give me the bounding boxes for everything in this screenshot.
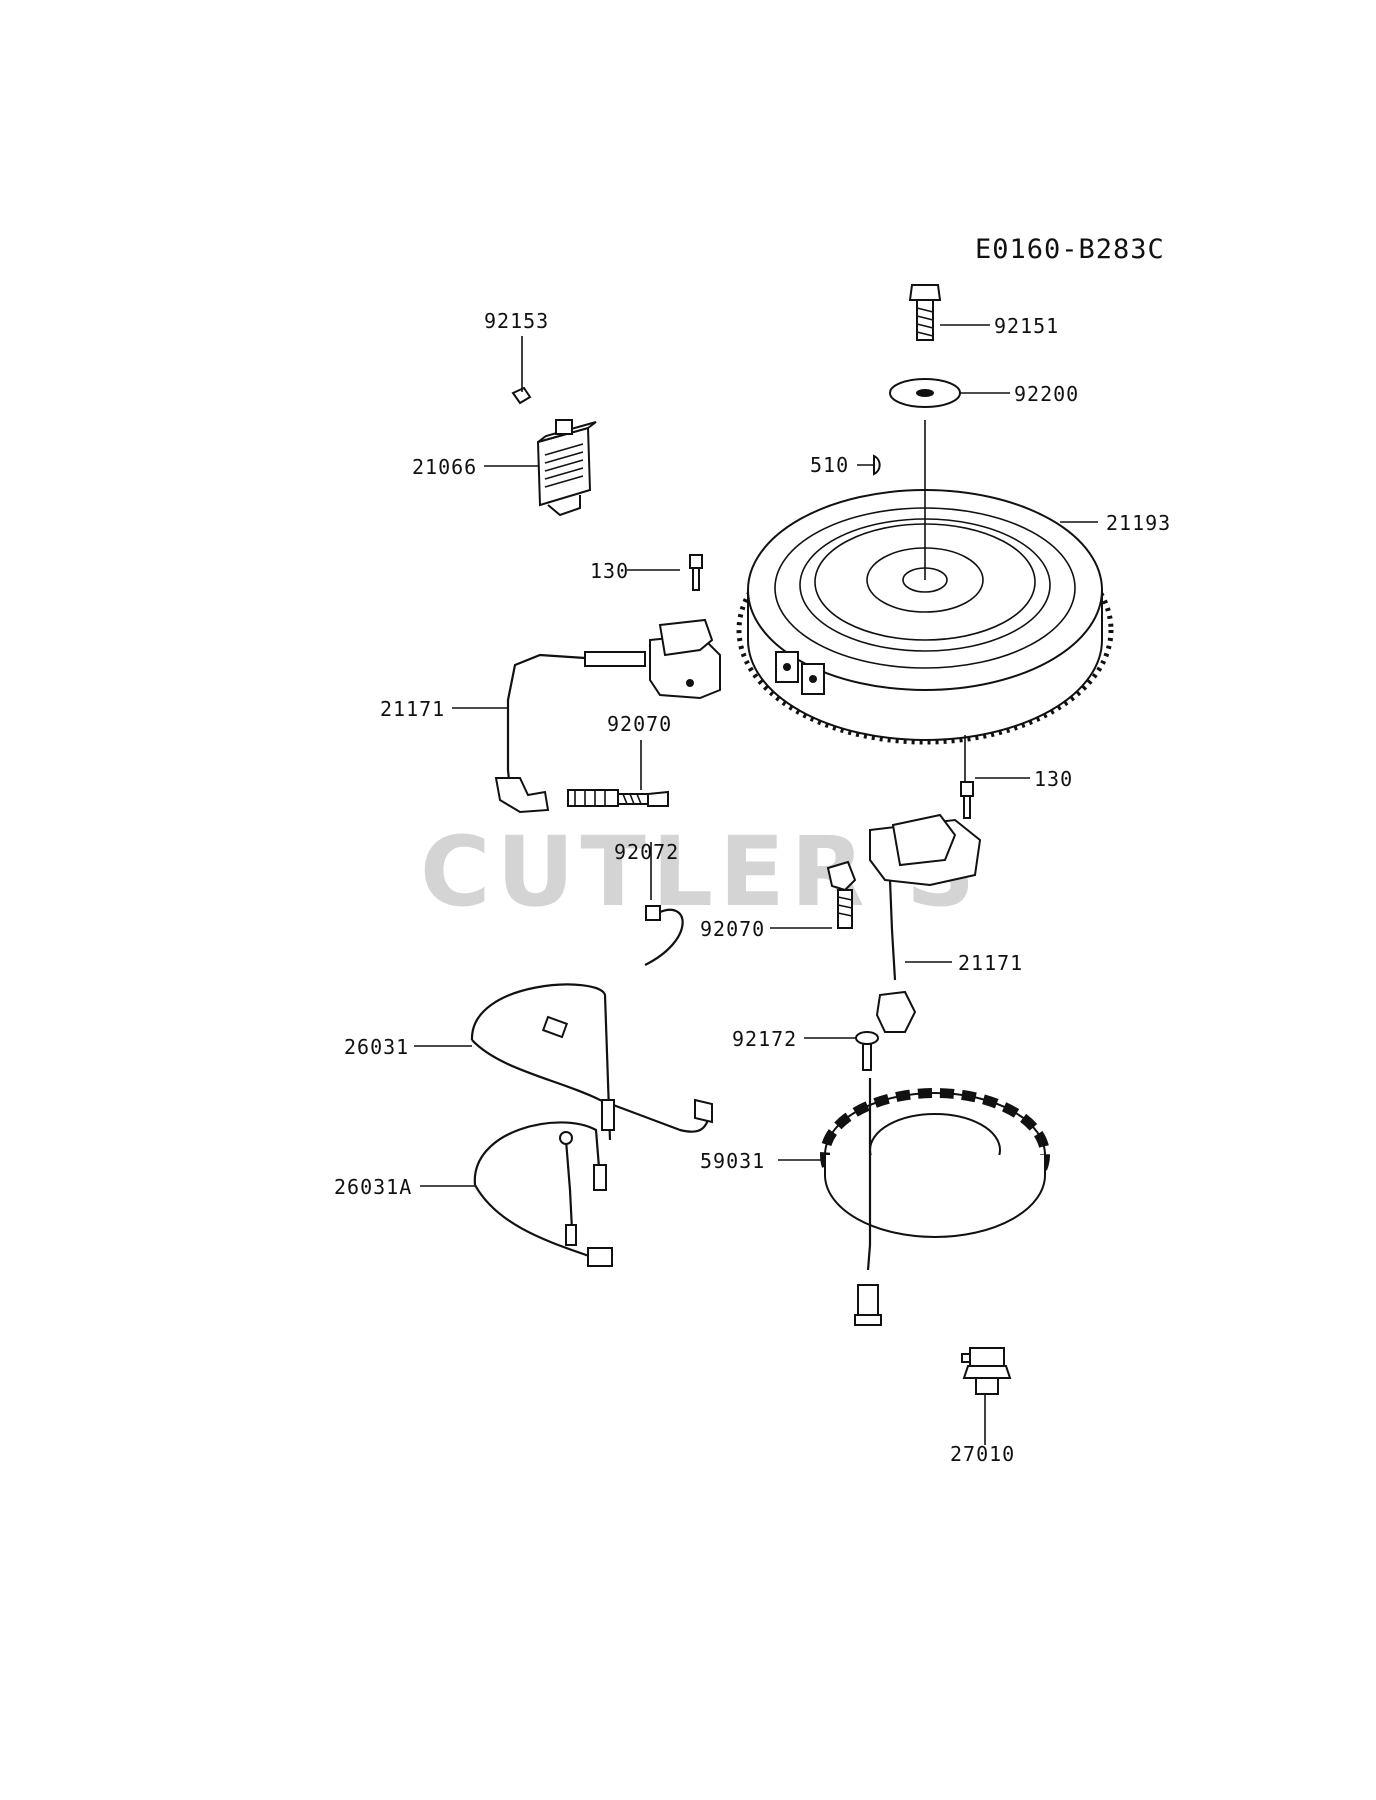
- callout-59031: 59031: [700, 1149, 765, 1173]
- callout-130-right: 130: [1034, 767, 1073, 791]
- flywheel-bolt: [908, 284, 942, 341]
- callout-92070-top: 92070: [607, 712, 672, 736]
- flywheel: [736, 489, 1114, 745]
- stator: [820, 1088, 1050, 1238]
- callout-92070-mid: 92070: [700, 917, 765, 941]
- callout-92072: 92072: [614, 840, 679, 864]
- voltage-regulator: [511, 386, 597, 517]
- flywheel-key: [873, 454, 881, 476]
- callout-21171-left: 21171: [380, 697, 445, 721]
- callout-26031A: 26031A: [334, 1175, 412, 1199]
- flywheel-washer: [889, 378, 961, 408]
- spark-plug-lower: [826, 860, 857, 929]
- callout-21171-right: 21171: [958, 951, 1023, 975]
- stator-connector: [854, 1284, 882, 1326]
- callout-92151: 92151: [994, 314, 1059, 338]
- callout-92153: 92153: [484, 309, 549, 333]
- callout-92200: 92200: [1014, 382, 1079, 406]
- stator-lead: [866, 1078, 872, 1271]
- callout-26031: 26031: [344, 1035, 409, 1059]
- ignition-coil-lower: [869, 781, 982, 887]
- coil-lead-lower: [888, 879, 897, 981]
- wire-harness-26031: [470, 983, 713, 1141]
- callout-130-top: 130: [590, 559, 629, 583]
- oil-pressure-switch: [961, 1347, 1012, 1395]
- stator-screw: [855, 1031, 879, 1071]
- ignition-coil-upper: [584, 554, 721, 700]
- callout-27010: 27010: [950, 1442, 1015, 1466]
- coil-lead-upper: [506, 653, 586, 791]
- wire-harness-26031A: [473, 1121, 613, 1267]
- diagram-code: E0160-B283C: [975, 234, 1165, 265]
- spark-plug-upper: [567, 789, 669, 807]
- callout-92172: 92172: [732, 1027, 797, 1051]
- callout-21193: 21193: [1106, 511, 1171, 535]
- spark-plug-cap-lower: [875, 990, 917, 1033]
- callout-510: 510: [810, 453, 849, 477]
- callout-21066: 21066: [412, 455, 477, 479]
- spark-plug-cap-upper: [494, 777, 550, 814]
- wire-clip: [644, 905, 684, 966]
